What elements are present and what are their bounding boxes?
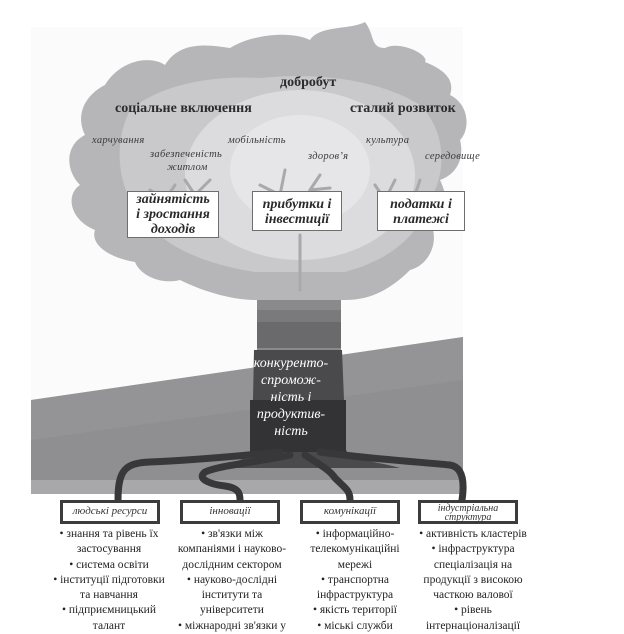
list-item: • інституції підготовки [53, 573, 165, 586]
list-item: інститути та [201, 589, 263, 602]
box-profits-line: інвестиції [264, 212, 330, 227]
box-employment-line: доходів [150, 222, 196, 237]
trunk-line: ність [274, 424, 308, 439]
box-employment-line: і зростання [136, 207, 210, 222]
list-item: застосування [76, 543, 142, 556]
label-environment: середовище [425, 151, 481, 162]
root-label: комунікації [323, 505, 377, 517]
ground-bottom-strip [31, 480, 463, 494]
root-label-line: індустріальна [437, 503, 499, 514]
root-label-line: структура [444, 512, 492, 523]
list-item: • знання та рівень їх [59, 528, 159, 540]
root-label: людські ресурси [72, 505, 148, 517]
list-item: • підприємницький [62, 604, 156, 617]
list-item: мережі [337, 558, 373, 571]
list-item: інфраструктура [316, 589, 394, 602]
list-item: та навчання [80, 589, 138, 602]
root-label: інновації [209, 505, 251, 517]
trunk-band-1 [257, 310, 341, 322]
ground-band [31, 337, 463, 440]
label-wellbeing: добробут [280, 75, 337, 90]
box-employment-income: зайнятість і зростання доходів [127, 191, 219, 238]
list-item: • активність кластерів [419, 528, 527, 540]
label-sustainable-development: сталий розвиток [350, 101, 456, 116]
root-box-communications: комунікації [300, 500, 400, 524]
list-item: інтернаціоналізації [425, 619, 521, 632]
root-items-industrial-structure: • активність кластерів • інфраструктура … [399, 527, 547, 634]
box-profits-line: прибутки і [262, 197, 332, 212]
label-housing-line1: забезпеченість [150, 149, 223, 160]
list-item: • зв'язки між [201, 528, 263, 540]
trunk-line: спромож- [261, 373, 321, 388]
box-taxes-line: податки і [390, 197, 452, 212]
root-2 [199, 451, 294, 504]
list-item: • інформаційно- [315, 528, 395, 540]
root-box-industrial-structure: індустріальна структура [418, 500, 518, 524]
list-item: дослідним сектором [182, 558, 282, 571]
list-item: компаніями і науково- [177, 543, 287, 556]
list-item: спеціалізація на [433, 558, 513, 571]
box-taxes-line: платежі [393, 212, 449, 227]
list-item: • рівень [454, 604, 492, 617]
root-box-human-resources: людські ресурси [60, 500, 160, 524]
list-item: • інфраструктура [431, 543, 515, 556]
list-item: • система освіти [69, 558, 149, 571]
label-nutrition: харчування [92, 135, 145, 146]
trunk-dark [250, 400, 346, 452]
list-item: часткою валової [433, 589, 513, 602]
list-item: телекомунікаційні [310, 543, 400, 556]
list-item: • якість території [312, 604, 398, 617]
box-profits-investments: прибутки і інвестиції [252, 191, 342, 231]
box-employment-line: зайнятість [136, 192, 210, 207]
trunk-band-2 [257, 322, 341, 348]
root-box-innovation: інновації [180, 500, 280, 524]
root-items-communications: • інформаційно- телекомунікаційні мережі… [281, 527, 429, 634]
list-item: університети [200, 604, 264, 617]
trunk-line: ність і [270, 390, 312, 405]
label-housing-line2: житлом [167, 162, 208, 173]
label-mobility: мобільність [228, 135, 286, 146]
label-social-inclusion: соціальне включення [115, 101, 252, 116]
trunk-line: продуктив- [256, 407, 326, 422]
root-1 [114, 448, 284, 504]
trunk-label-competitiveness: конкуренто- спромож- ність і продуктив- … [247, 355, 335, 440]
root-4 [316, 448, 467, 504]
list-item: • науково-дослідні [186, 573, 278, 586]
list-item: • транспортна [321, 573, 389, 586]
box-taxes-payments: податки і платежі [377, 191, 465, 231]
label-health: здоров’я [308, 151, 349, 162]
trunk-line: конкуренто- [253, 356, 329, 371]
label-culture: культура [366, 135, 410, 146]
root-3 [301, 451, 354, 504]
roots [114, 448, 467, 504]
list-item: продукції з високою [423, 573, 523, 586]
